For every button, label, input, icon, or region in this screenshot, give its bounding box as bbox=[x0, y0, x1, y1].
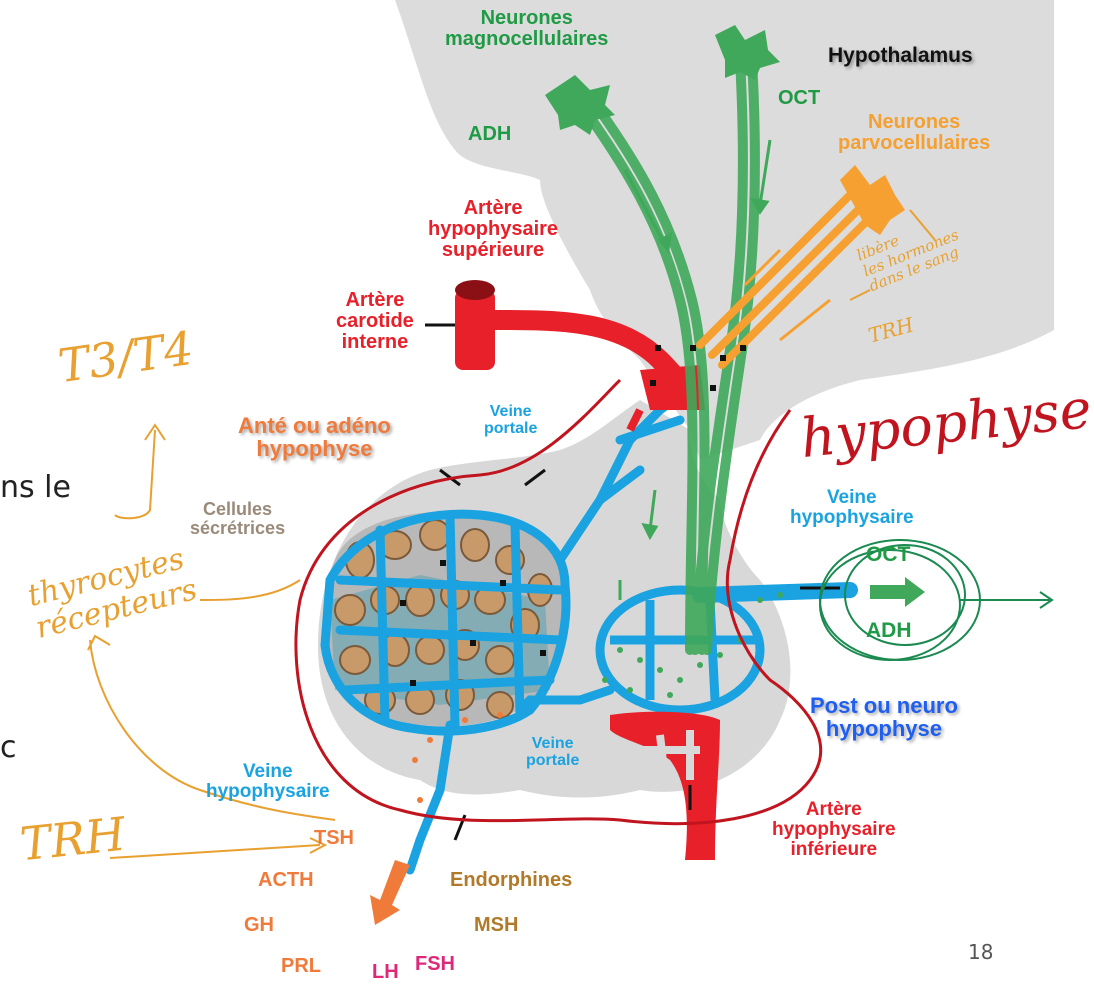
label-hypophyseal-vein-left: Veine hypophysaire bbox=[206, 761, 330, 802]
label-posterior-pituitary: Post ou neuro hypophyse bbox=[810, 693, 958, 742]
secretory-cells bbox=[334, 519, 553, 719]
parvocellular-neurons bbox=[696, 186, 882, 369]
flow-arrows bbox=[618, 139, 772, 600]
posterior-vein-network bbox=[595, 582, 858, 715]
ink-loops-green bbox=[819, 539, 1054, 661]
label-hypophyseal-vein-right: Veine hypophysaire bbox=[790, 487, 914, 528]
hormone-output-arrow bbox=[870, 577, 925, 607]
label-anterior-pituitary: Anté ou adéno hypophyse bbox=[238, 413, 391, 462]
label-oct-right: OCT bbox=[866, 543, 911, 566]
label-acth: ACTH bbox=[258, 869, 314, 891]
label-msh: MSH bbox=[474, 914, 519, 936]
label-oct-top: OCT bbox=[778, 87, 821, 109]
hormone-granules bbox=[602, 592, 783, 698]
label-tsh: TSH bbox=[314, 827, 354, 849]
parvo-neuron-body bbox=[840, 165, 905, 235]
label-internal-carotid: Artère carotide interne bbox=[336, 289, 414, 353]
ink-trh-left: TRH bbox=[17, 806, 128, 872]
label-adh-right: ADH bbox=[866, 619, 912, 642]
page-number: 18 bbox=[968, 940, 994, 964]
slide-text-fragment-1: ns le bbox=[0, 470, 71, 505]
label-superior-hypophyseal-artery: Artère hypophysaire supérieure bbox=[428, 197, 559, 261]
ink-strokes-orange bbox=[87, 209, 936, 859]
label-secretory-cells: Cellules sécrétrices bbox=[190, 499, 286, 538]
label-prl: PRL bbox=[281, 955, 321, 977]
label-endorphines: Endorphines bbox=[450, 869, 573, 891]
label-lh: LH bbox=[372, 961, 399, 983]
adh-neuron-body bbox=[545, 75, 615, 135]
label-portal-vein-2: Veine portale bbox=[526, 735, 580, 769]
releasing-hormone-dots bbox=[400, 345, 746, 686]
magnocellular-neurons bbox=[580, 55, 760, 655]
hypophyse-outline bbox=[294, 378, 823, 826]
label-fsh: FSH bbox=[415, 953, 455, 975]
label-portal-vein-1: Veine portale bbox=[484, 403, 538, 437]
label-gh: GH bbox=[244, 914, 274, 936]
label-adh-top: ADH bbox=[468, 123, 512, 145]
oct-neuron-body bbox=[715, 25, 780, 80]
label-inferior-hypophyseal-artery: Artère hypophysaire inférieure bbox=[772, 799, 896, 860]
label-magnocellular-neurons: Neurones magnocellulaires bbox=[445, 7, 609, 50]
slide-text-fragment-2: c bbox=[0, 730, 17, 765]
label-parvocellular-neurons: Neurones parvocellulaires bbox=[838, 111, 991, 154]
anterior-hormones-arrow bbox=[370, 860, 410, 925]
label-hypothalamus: Hypothalamus bbox=[828, 44, 973, 67]
orange-arrows bbox=[743, 248, 831, 342]
